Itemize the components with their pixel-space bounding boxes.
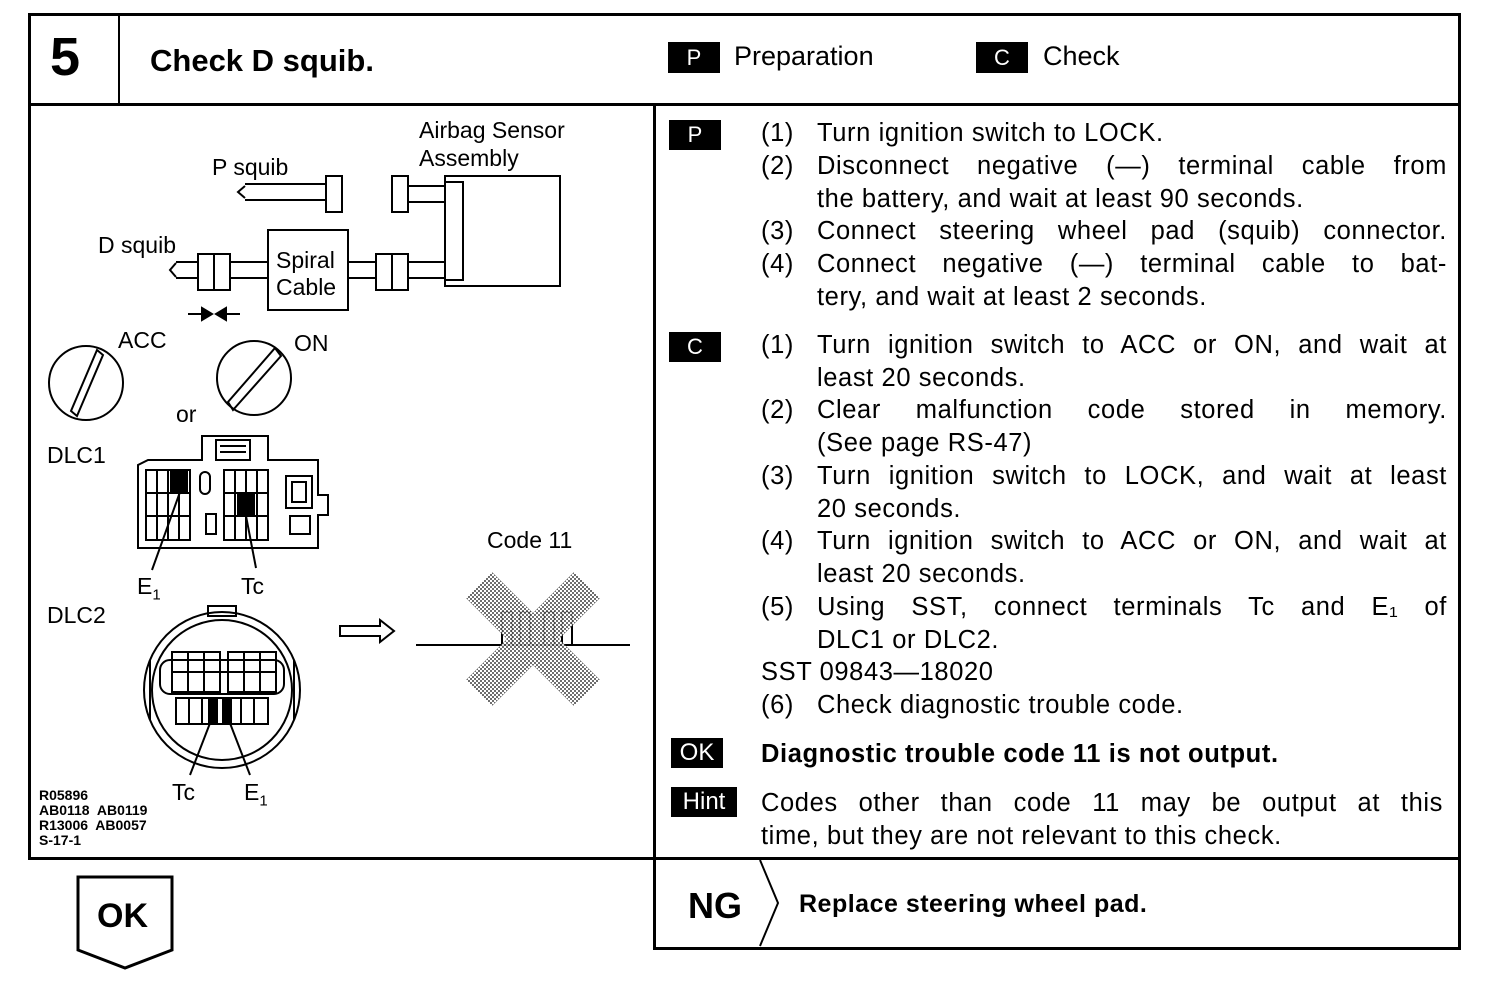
ok-note-text: Diagnostic trouble code 11 is not output… (761, 740, 1279, 768)
step-number: (4) (761, 250, 794, 278)
step-text: Check diagnostic trouble code. (817, 691, 1184, 719)
preparation-tag: P (668, 42, 720, 73)
check-tag: C (976, 42, 1028, 73)
step-number: (2) (761, 152, 794, 180)
wiring-diagram (48, 175, 630, 776)
e1-letter: E (137, 573, 153, 599)
d-squib-label: D squib (98, 232, 176, 258)
on-key-icon (216, 340, 292, 416)
ok-tag: OK (671, 738, 723, 768)
step-text-line1: Turn ignition switch to ACC or ON, and w… (817, 527, 1447, 555)
reference-codes: R05896 AB0118 AB0119 R13006 AB0057 S-17-… (39, 788, 147, 848)
not-output-x-icon (466, 572, 600, 706)
header-divider (28, 103, 1461, 106)
d-squib-line (168, 229, 445, 311)
cable-label: Cable (276, 274, 337, 300)
e1-letter: E (244, 779, 260, 805)
p-squib-connector (236, 175, 445, 213)
step-text-line1: Clear malfunction code stored in memory. (817, 396, 1447, 424)
check-section-tag: C (669, 332, 721, 362)
dlc1-tc-label: Tc (241, 573, 264, 599)
ok-result-label: OK (97, 897, 148, 935)
ref-line: R13006 AB0057 (39, 817, 147, 833)
step-number: (5) (761, 593, 794, 621)
step-text-line2: least 20 seconds. (817, 560, 1026, 588)
frame-right (1458, 13, 1461, 950)
hint-line2: time, but they are not relevant to this … (761, 822, 1282, 850)
step-number: 5 (50, 27, 81, 87)
step-number: (3) (761, 462, 794, 490)
ok-result-box (76, 875, 174, 970)
step-text-line1: Turn ignition switch to LOCK, and wait a… (817, 462, 1447, 490)
step-number: (6) (761, 691, 794, 719)
step-number: (1) (761, 119, 794, 147)
legend-preparation-label: Preparation (734, 41, 874, 71)
p-squib-label: P squib (212, 154, 289, 180)
step-number: (3) (761, 217, 794, 245)
step-text-line2: tery, and wait at least 2 seconds. (817, 283, 1207, 311)
dlc1-leader-lines (151, 491, 257, 571)
legend-check: C (976, 42, 1028, 73)
ref-line: AB0118 AB0119 (39, 802, 148, 818)
frame-top (28, 13, 1461, 16)
step-number-divider (118, 13, 120, 105)
dlc2-label: DLC2 (47, 602, 106, 628)
step-text-line2: 20 seconds. (817, 495, 962, 523)
dlc1-tc-terminal (237, 493, 255, 516)
step-text: Turn ignition switch to LOCK. (817, 119, 1164, 147)
step-text-line2: least 20 seconds. (817, 364, 1026, 392)
step-number: (2) (761, 396, 794, 424)
step-text-line1: Disconnect negative (—) terminal cable f… (817, 152, 1447, 180)
airbag-sensor-assembly (444, 175, 561, 287)
hint-line1: Codes other than code 11 may be output a… (761, 789, 1443, 817)
acc-label: ACC (118, 327, 167, 353)
airbag-sensor-label: Airbag Sensor (419, 117, 565, 143)
preparation-section-tag: P (669, 120, 721, 150)
dlc2-e1-terminal (222, 698, 232, 724)
column-divider (653, 103, 656, 950)
dlc1-e1-label: E1 (137, 573, 161, 604)
dlc1-e1-terminal (170, 470, 188, 493)
dlc1-connector (137, 435, 329, 549)
ng-result-label: NG (688, 885, 742, 926)
or-label: or (176, 401, 197, 427)
ng-chevron-icon (759, 859, 780, 947)
dlc2-connector (143, 605, 301, 769)
step-text: Connect steering wheel pad (squib) conne… (817, 217, 1447, 245)
connect-arrows-icon (188, 306, 240, 322)
step-number: (4) (761, 527, 794, 555)
step-text-line1: Using SST, connect terminals Tc and E₁ o… (817, 593, 1447, 621)
assembly-label: Assembly (419, 145, 519, 171)
body-bottom-line (28, 857, 1461, 860)
legend-preparation: P (668, 42, 720, 73)
step-text-line2: DLC1 or DLC2. (817, 626, 1000, 654)
ng-action-text: Replace steering wheel pad. (799, 890, 1148, 918)
code-11-label: Code 11 (487, 527, 573, 553)
step-text-line1: Turn ignition switch to ACC or ON, and w… (817, 331, 1447, 359)
step-text-line1: Connect negative (—) terminal cable to b… (817, 250, 1447, 278)
dlc1-label: DLC1 (47, 442, 106, 468)
ref-line: S-17-1 (39, 832, 82, 848)
e1-subscript: 1 (259, 792, 268, 810)
ng-bottom-line (653, 947, 1461, 950)
dlc2-tc-terminal (208, 698, 218, 724)
step-text-line2: (See page RS-47) (817, 429, 1033, 457)
e1-subscript: 1 (152, 586, 161, 604)
hint-tag: Hint (671, 787, 737, 817)
spiral-label: Spiral (276, 247, 335, 273)
frame-left (28, 13, 31, 860)
dlc2-leader-lines (189, 717, 251, 776)
dlc2-tc-label: Tc (172, 779, 195, 805)
dlc2-e1-label: E1 (244, 779, 268, 810)
sst-number: SST 09843—18020 (761, 658, 994, 686)
step-text-line2: the battery, and wait at least 90 second… (817, 185, 1304, 213)
ref-line: R05896 (39, 787, 89, 803)
acc-key-icon (48, 345, 124, 421)
step-number: (1) (761, 331, 794, 359)
result-arrow-icon (339, 617, 396, 645)
step-title: Check D squib. (150, 43, 374, 78)
on-label: ON (294, 330, 329, 356)
legend-check-label: Check (1043, 41, 1120, 71)
